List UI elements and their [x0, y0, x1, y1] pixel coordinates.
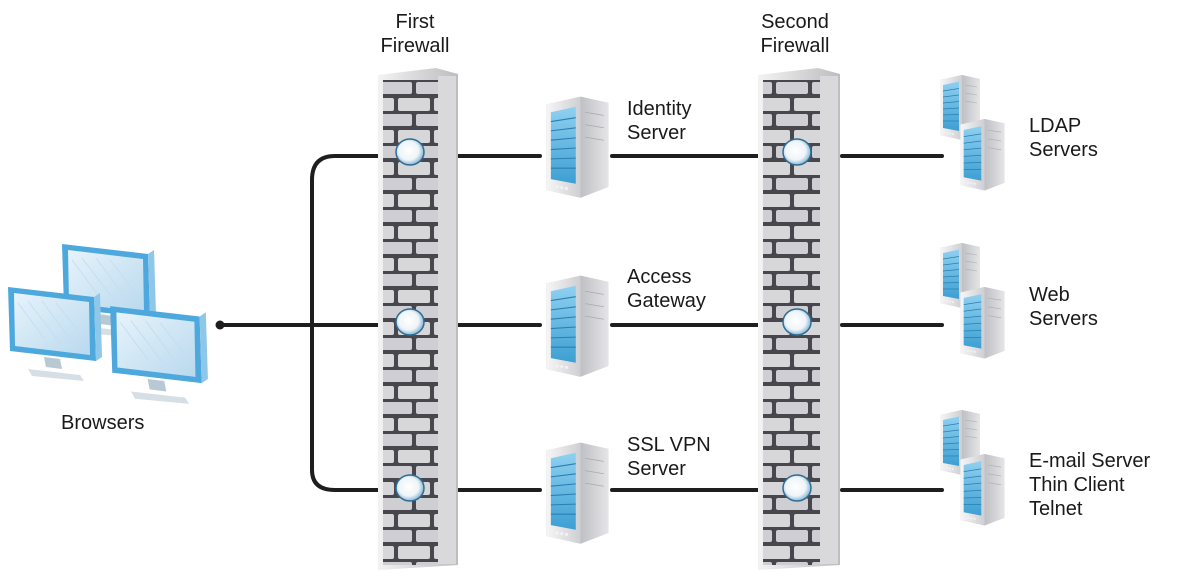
second-firewall-label-line2: Firewall [760, 35, 830, 57]
access-gateway-label: Access Gateway [627, 265, 706, 313]
port-icon [395, 308, 425, 336]
junction-dot [215, 320, 225, 330]
port-icon [395, 474, 425, 502]
ldap-servers-label-line1: LDAP [1029, 115, 1082, 137]
web-servers-label: Web Servers [1029, 283, 1098, 331]
first-firewall-label-line1: First [395, 11, 435, 33]
port-icon [782, 474, 812, 502]
email-servers-label: E-mail Server Thin Client Telnet [1029, 449, 1150, 521]
identity-server-icon [545, 95, 610, 199]
access-gateway-label-line2: Gateway [627, 290, 706, 312]
port-icon [782, 308, 812, 336]
ssl-vpn-server-label: SSL VPN Server [627, 433, 711, 481]
access-gateway-label-line1: Access [627, 266, 692, 288]
web-servers-icon [940, 243, 1004, 359]
port-icon [782, 138, 812, 166]
email-servers-label-line3: Telnet [1029, 498, 1083, 520]
identity-server-label-line2: Server [627, 122, 686, 144]
web-servers-label-line1: Web [1029, 284, 1070, 306]
ssl-vpn-server-label-line1: SSL VPN [627, 434, 711, 456]
identity-server-label-line1: Identity [627, 98, 692, 120]
ldap-servers-icon [940, 75, 1004, 191]
identity-server-label: Identity Server [627, 97, 691, 145]
ssl-vpn-server-label-line2: Server [627, 458, 686, 480]
second-firewall-label-line1: Second [761, 11, 829, 33]
ldap-servers-label-line2: Servers [1029, 139, 1098, 161]
email-servers-label-line1: E-mail Server [1029, 450, 1151, 472]
ssl-vpn-server-icon [545, 441, 610, 545]
first-firewall-label: First Firewall [370, 10, 460, 58]
ldap-servers-label: LDAP Servers [1029, 114, 1098, 162]
email-servers-label-line2: Thin Client [1029, 474, 1125, 496]
browsers-label: Browsers [61, 412, 145, 434]
email-servers-icon [940, 410, 1004, 526]
second-firewall-label: Second Firewall [740, 10, 850, 58]
browsers-icon [7, 243, 209, 405]
web-servers-label-line2: Servers [1029, 308, 1098, 330]
port-icon [395, 138, 425, 166]
first-firewall-label-line2: Firewall [380, 35, 450, 57]
access-gateway-icon [545, 274, 610, 378]
firewall-ports [395, 138, 812, 502]
